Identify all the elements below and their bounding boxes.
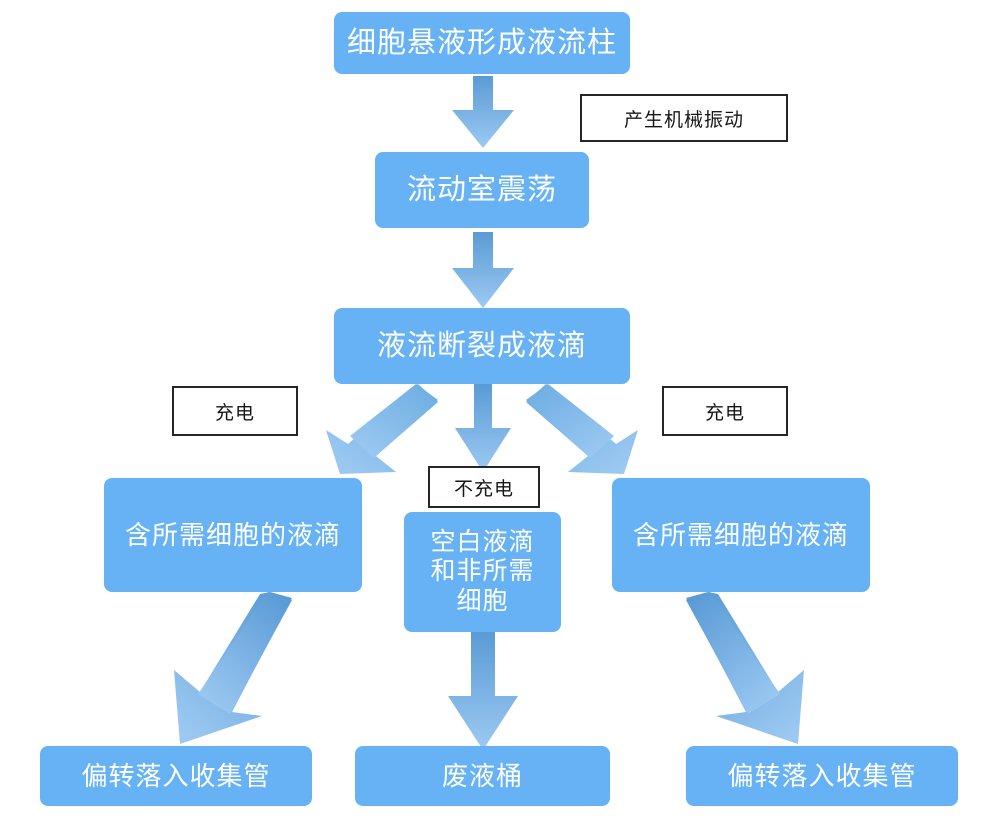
arrow-down-left-n3-n4 — [318, 384, 438, 474]
node-flow-cell-oscillation[interactable]: 流动室震荡 — [375, 152, 589, 228]
node-deflect-into-collection-tube-left[interactable]: 偏转落入收集管 — [40, 746, 312, 806]
arrow-down-n1-n2 — [452, 76, 514, 148]
node-waste-container[interactable]: 废液桶 — [355, 746, 610, 806]
node-cell-suspension-stream[interactable]: 细胞悬液形成液流柱 — [334, 12, 630, 74]
node-blank-line-2: 和非所需 — [430, 557, 535, 586]
label-charge-right[interactable]: 充电 — [662, 386, 788, 436]
arrow-down-n5-n8 — [448, 632, 518, 750]
label-charge-left[interactable]: 充电 — [172, 386, 298, 436]
arrow-down-left-n4-n7 — [152, 592, 292, 744]
node-blank-line-1: 空白液滴 — [430, 527, 535, 556]
label-mechanical-vibration[interactable]: 产生机械振动 — [580, 94, 788, 142]
node-blank-droplet-and-unwanted-cells[interactable]: 空白液滴 和非所需 细胞 — [404, 512, 561, 632]
node-droplet-with-target-cells-right[interactable]: 含所需细胞的液滴 — [612, 478, 870, 592]
node-deflect-into-collection-tube-right[interactable]: 偏转落入收集管 — [686, 746, 958, 806]
label-no-charge[interactable]: 不充电 — [428, 466, 540, 508]
node-blank-line-3: 细胞 — [456, 586, 509, 615]
arrow-down-n3-n5 — [455, 384, 511, 472]
arrow-down-n2-n3 — [452, 232, 514, 308]
node-stream-breaks-into-droplets[interactable]: 液流断裂成液滴 — [334, 308, 630, 384]
arrow-down-right-n6-n9 — [686, 592, 826, 744]
node-droplet-with-target-cells-left[interactable]: 含所需细胞的液滴 — [104, 478, 362, 592]
arrow-down-right-n3-n6 — [526, 384, 646, 474]
